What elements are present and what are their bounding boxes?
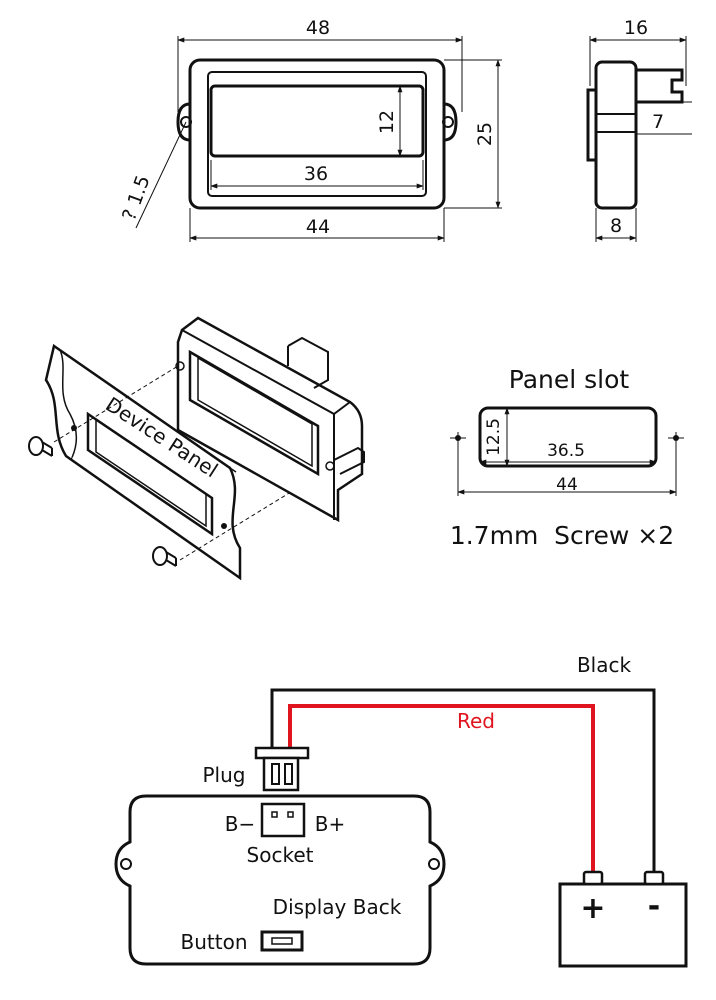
device-body <box>176 316 364 523</box>
panel-slot-drawing <box>450 406 684 496</box>
display-back-label: Display Back <box>273 895 402 919</box>
black-wire <box>270 688 656 872</box>
dim-8-text: 8 <box>610 215 622 237</box>
back-button <box>260 930 304 952</box>
battery-body <box>558 882 688 968</box>
panel-slot-title: Panel slot <box>509 365 630 394</box>
screw-left <box>28 436 53 457</box>
hole-dia-text: ? 1.5 <box>118 172 155 223</box>
socket-connector <box>260 802 306 838</box>
dim-44-text: 44 <box>306 216 330 238</box>
front-inner-frame <box>207 71 427 197</box>
dim-36-text: 36 <box>304 163 328 185</box>
wiring-diagram <box>114 688 688 968</box>
battery-positive-terminal <box>582 870 604 886</box>
button-label: Button <box>181 930 248 954</box>
mount-hole-left <box>180 116 192 128</box>
socket-label: Socket <box>247 843 314 867</box>
panel-slot-rect <box>478 406 658 468</box>
dim-12-5-text: 12.5 <box>484 418 504 456</box>
hole-leader <box>135 121 187 229</box>
front-view <box>135 36 502 242</box>
side-view <box>586 36 692 242</box>
mount-hole-right <box>442 116 454 128</box>
dim-16-text: 16 <box>624 17 648 39</box>
isometric-assembly <box>28 316 365 581</box>
display-window <box>209 84 425 158</box>
screw-note: 1.7mm Screw ×2 <box>450 521 674 550</box>
dim-48-text: 48 <box>306 17 330 39</box>
side-plug <box>636 68 684 104</box>
black-wire-label: Black <box>577 653 632 677</box>
red-wire-label: Red <box>457 709 495 733</box>
dim-7-text: 7 <box>652 111 664 133</box>
plug-label: Plug <box>203 763 246 787</box>
display-back-body <box>114 794 446 966</box>
dim-25-text: 25 <box>474 122 496 146</box>
front-outer-frame <box>188 58 446 210</box>
screw-right <box>152 546 177 567</box>
plug-connector <box>254 746 310 760</box>
dim-36-5-text: 36.5 <box>547 441 585 461</box>
battery-minus-label: - <box>648 889 660 924</box>
side-body <box>594 60 638 210</box>
b-minus-label: B− <box>225 812 255 836</box>
dim-12-text: 12 <box>376 110 398 134</box>
battery-negative-terminal <box>643 870 665 886</box>
red-wire <box>288 704 595 872</box>
b-plus-label: B+ <box>315 812 345 836</box>
dim-44-slot-text: 44 <box>556 475 578 495</box>
battery-plus-label: + <box>580 891 605 926</box>
